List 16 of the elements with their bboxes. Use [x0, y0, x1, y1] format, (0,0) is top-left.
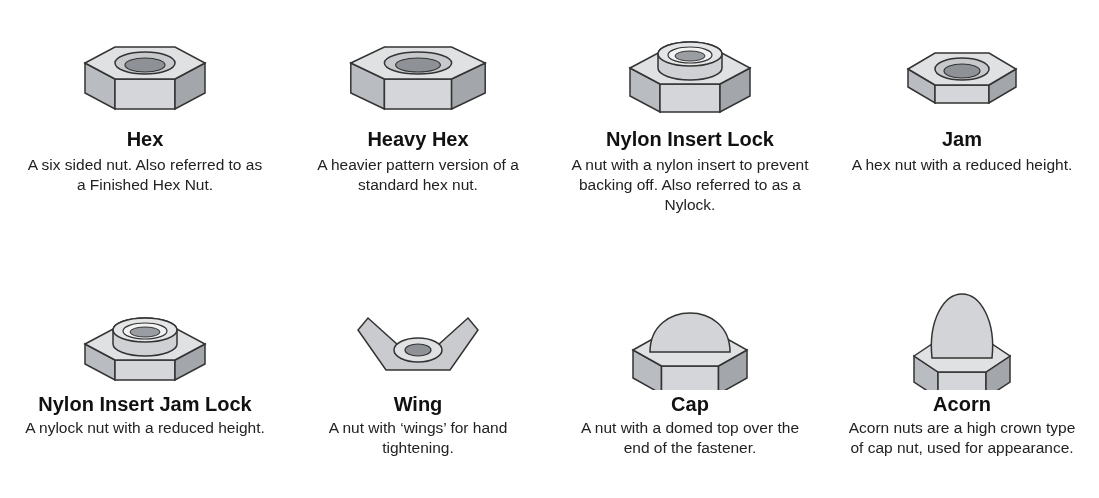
nut-type-description: A nut with a nylon insert to prevent backing off. Also referred to as a Nylock.: [570, 155, 810, 215]
nut-type-heading: Nylon Insert Jam Lock: [37, 393, 253, 416]
nut-type-heading: Nylon Insert Lock: [605, 128, 775, 151]
nut-type-description: A six sided nut. Also referred to as a Finished Hex Nut.: [26, 155, 264, 195]
nut-type-heading: Cap: [670, 393, 710, 416]
nut-type-description: A heavier pattern version of a standard hex nut.: [316, 155, 520, 195]
nut-type-heading: Acorn: [932, 393, 992, 416]
nut-type-description: Acorn nuts are a high crown type of cap nut, used for appearance.: [847, 418, 1077, 458]
nut-type-heading: Hex: [125, 128, 165, 151]
nut-type-description: A nut with ‘wings’ for hand tightening.: [327, 418, 509, 458]
nut-type-description: A hex nut with a reduced height.: [850, 155, 1074, 175]
nut-type-heading: Jam: [941, 128, 983, 151]
nut-type-description: A nut with a domed top over the end of the fastener.: [580, 418, 800, 458]
nut-type-heading: Heavy Hex: [366, 128, 470, 151]
nut-type-description: A nylock nut with a reduced height.: [25, 418, 265, 438]
nut-type-heading: Wing: [392, 393, 444, 416]
